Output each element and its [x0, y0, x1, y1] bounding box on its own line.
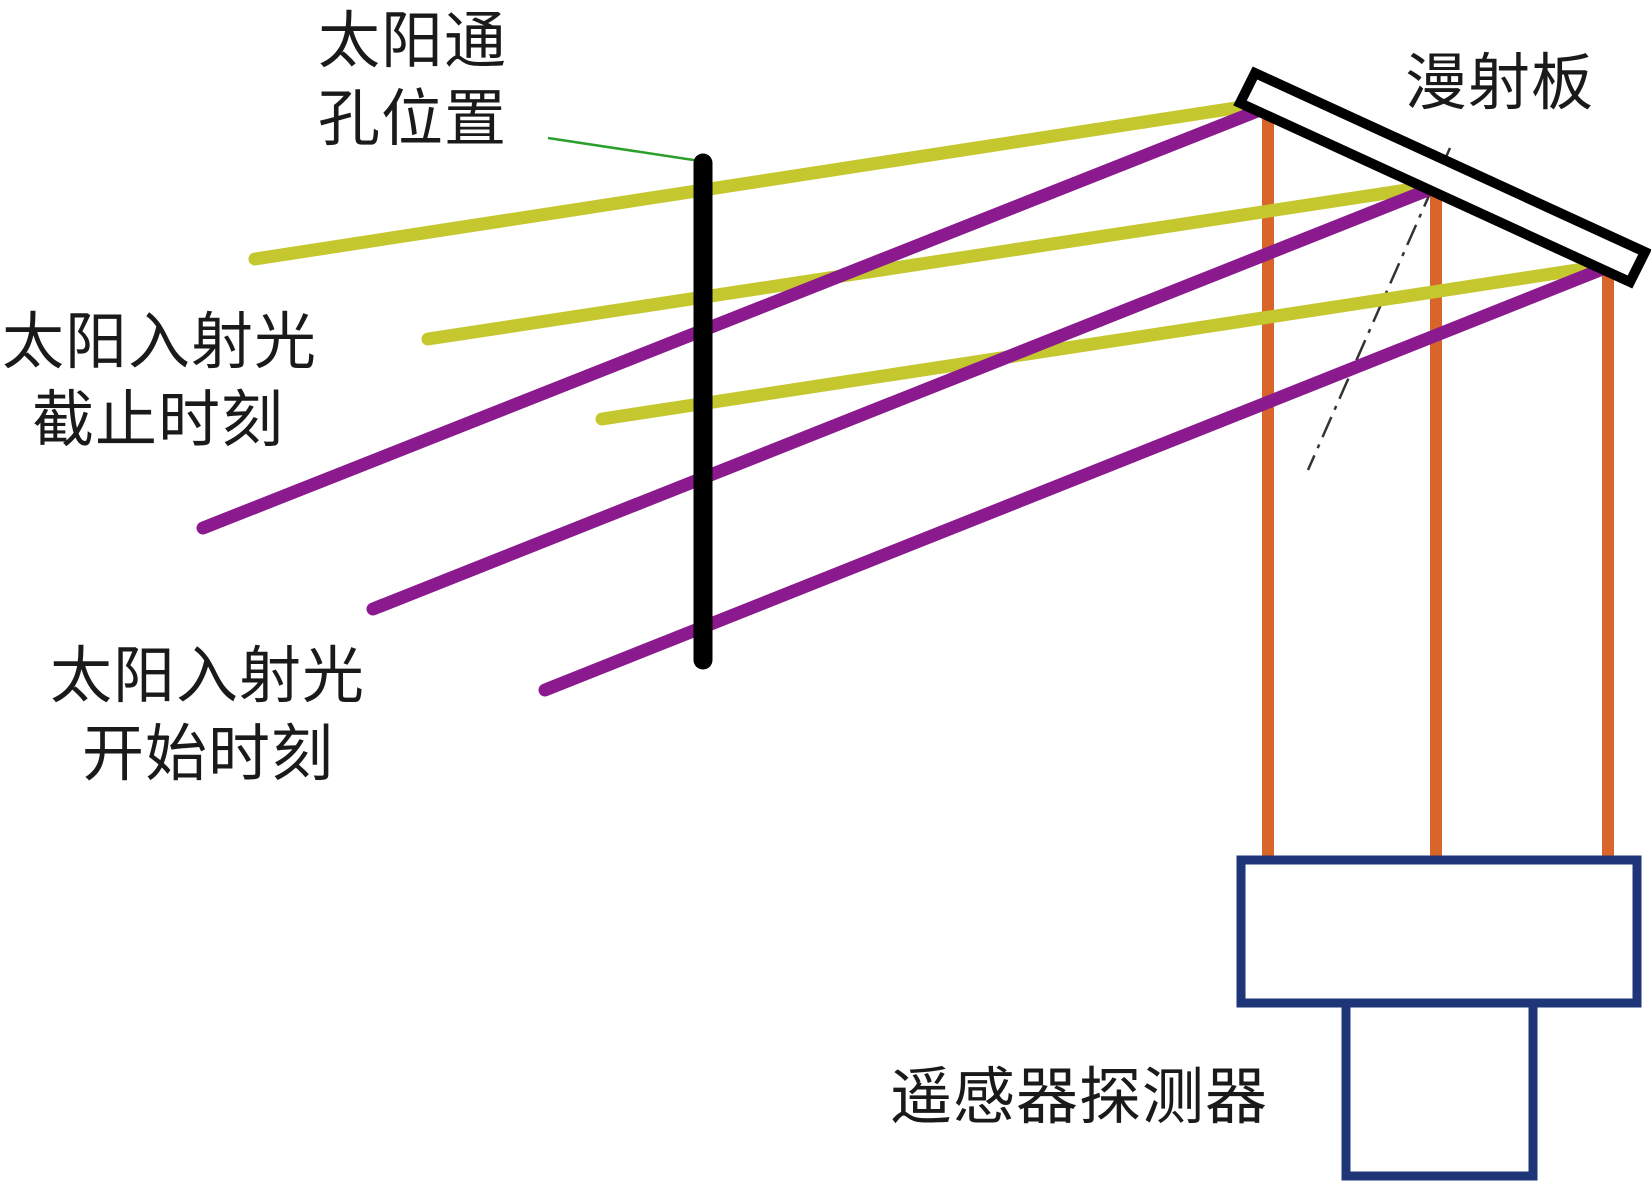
sun-start-label-line-2: 开始时刻	[82, 717, 335, 790]
sun-start-label: 太阳入射光 开始时刻	[50, 637, 365, 793]
start-ray-2	[366, 183, 1435, 616]
aperture-label-line-1: 太阳通	[318, 4, 508, 77]
start-ray-1	[196, 103, 1267, 535]
detector-label-text: 遥感器探测器	[890, 1060, 1269, 1133]
diffuser-label: 漫射板	[1405, 44, 1594, 122]
aperture-leader-line	[547, 136, 701, 163]
detector-base	[1341, 998, 1538, 1181]
cutoff-ray-3	[595, 261, 1597, 426]
diffuser-label-text: 漫射板	[1405, 46, 1595, 119]
cutoff-ray-2	[421, 181, 1427, 346]
detector-body	[1236, 855, 1642, 1008]
start-ray-3	[538, 263, 1607, 697]
diffuser-normal-dashdot	[1306, 147, 1452, 471]
cutoff-ray-1	[248, 98, 1262, 266]
sun-end-label: 太阳入射光 截止时刻	[2, 303, 317, 459]
detector-label: 遥感器探测器	[890, 1058, 1268, 1136]
sun-start-label-line-1: 太阳入射光	[50, 639, 366, 712]
aperture-label-line-2: 孔位置	[318, 82, 508, 155]
diffuser-plate	[1233, 66, 1651, 289]
aperture-label: 太阳通 孔位置	[318, 2, 507, 158]
sun-end-label-line-2: 截止时刻	[32, 383, 285, 456]
sun-end-label-line-1: 太阳入射光	[2, 305, 318, 378]
